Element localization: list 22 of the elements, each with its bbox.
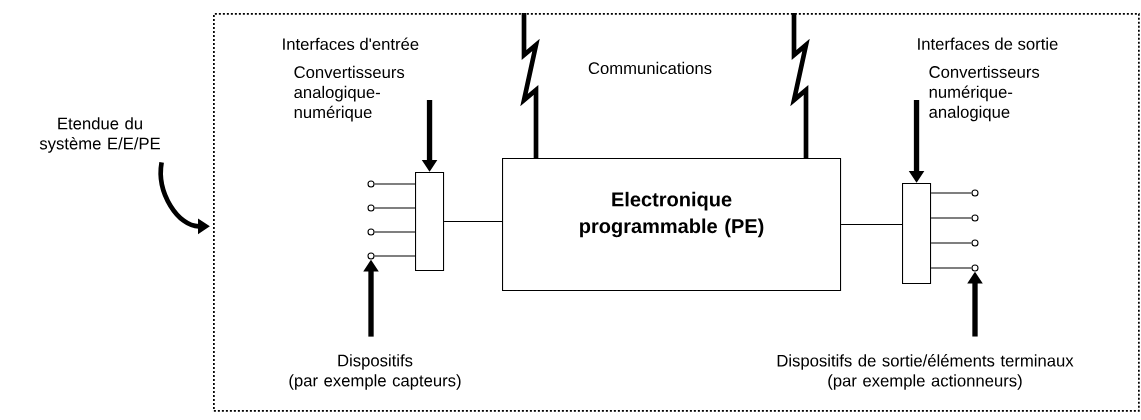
lightning-line (520, 13, 540, 158)
connector-line (840, 224, 903, 226)
connector-line (930, 217, 972, 219)
text-label: Interfaces d'entrée Convertisseurs analogique-numérique (283, 37, 419, 122)
connector-line (930, 192, 972, 194)
connector-line (374, 255, 416, 257)
connector-line (374, 207, 416, 209)
connector-line (374, 231, 416, 233)
text-label: Dispositifs (par exemple capteurs) (289, 354, 461, 390)
connector-line (374, 183, 416, 185)
interface-box (415, 172, 445, 272)
connector-line (930, 267, 972, 269)
text-label: Interfaces de sortie Convertisseurs numérique-analogique (918, 37, 1058, 122)
text-label: Etendue du système E/E/PE (39, 117, 160, 153)
process-box: Electronique programmable (PE) (502, 158, 842, 292)
connector-line (443, 221, 503, 223)
lightning-line (790, 13, 810, 158)
interface-box (902, 183, 932, 285)
text-label: Dispositifs de sortie/éléments terminaux (par exemple actionneurs) (777, 354, 1074, 390)
text-label: Communications (588, 61, 712, 75)
system-boundary (213, 13, 1140, 412)
connector-line (930, 242, 972, 244)
